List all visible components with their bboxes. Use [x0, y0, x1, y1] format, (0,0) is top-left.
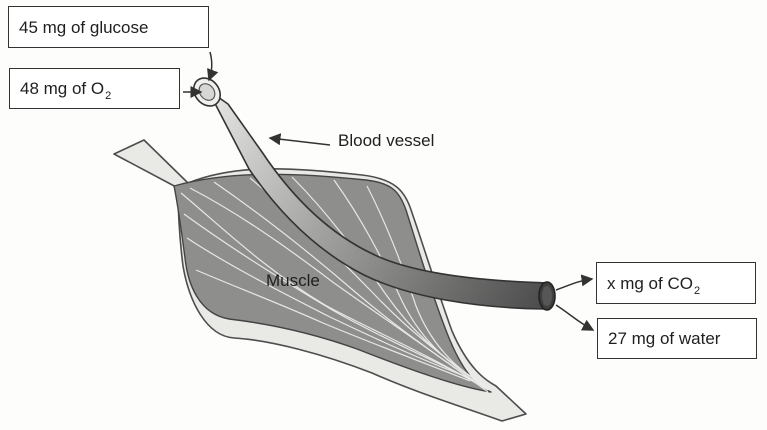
arrow-water [556, 305, 593, 330]
arrow-co2 [556, 279, 592, 290]
co2-label-prefix: x mg of CO [607, 275, 693, 292]
glucose-label-box: 45 mg of glucose [8, 6, 209, 48]
co2-label-subscript: 2 [694, 286, 700, 297]
oxygen-label: 48 mg of O 2 [20, 80, 111, 97]
water-label-box: 27 mg of water [597, 318, 757, 359]
oxygen-label-prefix: 48 mg of O [20, 80, 104, 97]
arrow-blood-vessel [270, 138, 330, 145]
arrow-glucose [209, 52, 212, 80]
co2-label: x mg of CO 2 [607, 275, 700, 292]
co2-label-box: x mg of CO 2 [596, 262, 756, 304]
water-label: 27 mg of water [608, 330, 720, 347]
oxygen-label-subscript: 2 [105, 91, 111, 102]
muscle-label: Muscle [266, 272, 320, 289]
oxygen-label-box: 48 mg of O 2 [9, 68, 180, 109]
blood-vessel-label: Blood vessel [338, 132, 434, 149]
glucose-label: 45 mg of glucose [19, 19, 148, 36]
